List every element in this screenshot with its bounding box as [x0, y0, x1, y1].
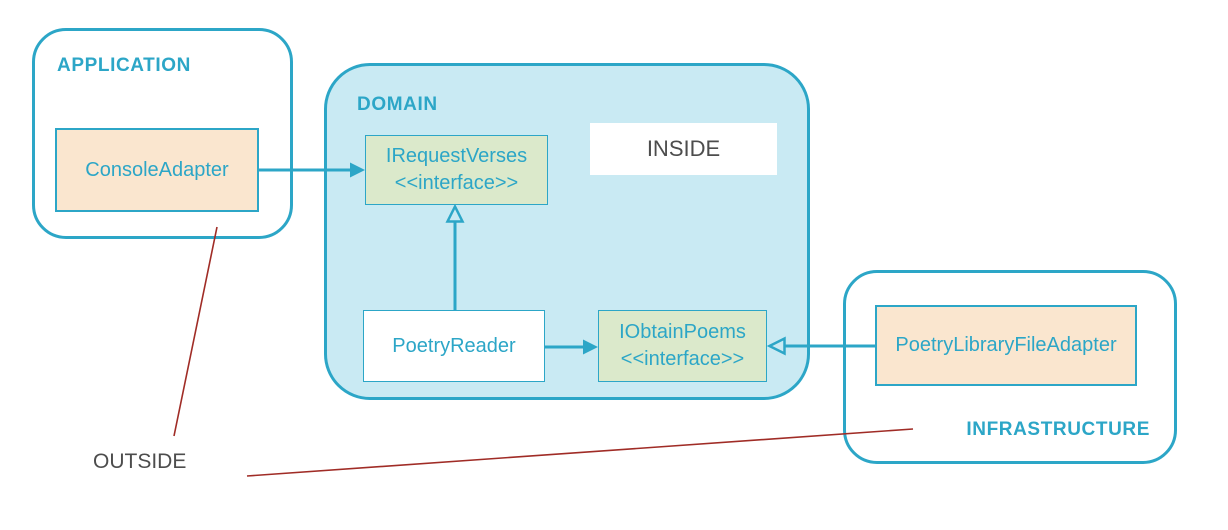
node-poetry-reader: PoetryReader	[363, 310, 545, 382]
irequest-verses-stereotype: <<interface>>	[394, 172, 519, 194]
inside-label-text: INSIDE	[646, 136, 721, 161]
node-iobtain-poems: IObtainPoems <<interface>>	[598, 310, 767, 382]
iobtain-poems-stereotype: <<interface>>	[620, 348, 745, 370]
application-container-label: APPLICATION	[57, 55, 191, 76]
inside-label: INSIDE	[590, 123, 777, 175]
outside-label: OUTSIDE	[93, 448, 186, 476]
outside-label-text: OUTSIDE	[93, 450, 187, 473]
outside-callout-line-infrastructure	[246, 428, 914, 477]
node-poetry-library-file-adapter: PoetryLibraryFileAdapter	[875, 305, 1137, 386]
poetry-library-file-adapter-label: PoetryLibraryFileAdapter	[895, 334, 1117, 356]
node-irequest-verses: IRequestVerses <<interface>>	[365, 135, 548, 205]
poetry-reader-label: PoetryReader	[392, 334, 516, 357]
domain-container-label: DOMAIN	[357, 94, 438, 115]
node-console-adapter: ConsoleAdapter	[55, 128, 259, 212]
console-adapter-label: ConsoleAdapter	[85, 158, 229, 181]
irequest-verses-label: IRequestVerses	[385, 145, 528, 167]
infrastructure-container-label: INFRASTRUCTURE	[966, 419, 1150, 440]
outside-callout-line-application	[173, 226, 218, 437]
iobtain-poems-label: IObtainPoems	[619, 321, 746, 343]
